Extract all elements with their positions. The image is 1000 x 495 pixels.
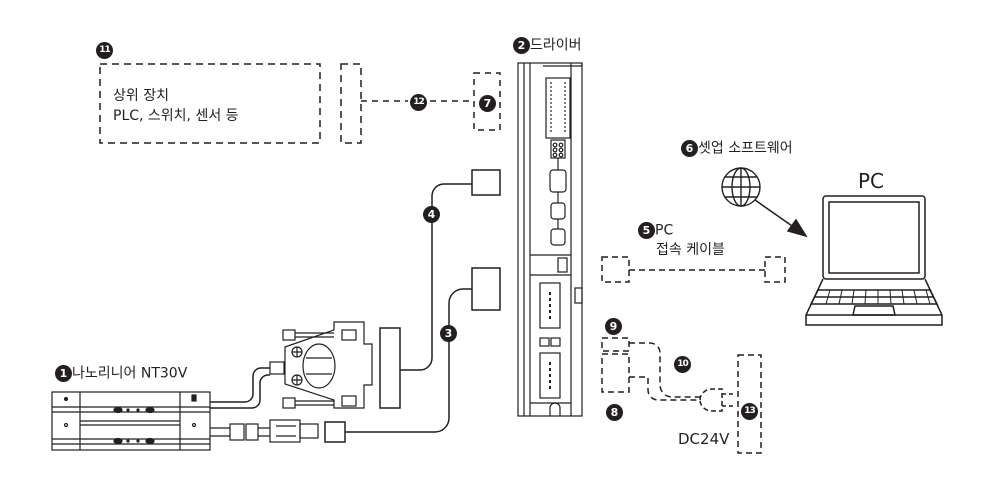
badge-number: 3 <box>440 325 457 342</box>
pc-cable-label-line2: 접속 케이블 <box>656 242 725 258</box>
driver-label-text: 드라이버 <box>530 37 582 54</box>
badge-8: 8 <box>606 402 623 421</box>
dsub-plate <box>379 327 401 409</box>
badge-number: 9 <box>605 318 622 335</box>
power-plug <box>699 388 723 412</box>
motor-plug-box <box>324 421 346 443</box>
cable-4-connector <box>471 169 501 196</box>
badge-number: 10 <box>674 356 691 373</box>
power-supply-box <box>737 354 762 454</box>
dc24v-label: DC24V <box>678 430 730 448</box>
badge-number: 11 <box>96 42 113 59</box>
badge-10: 10 <box>674 354 691 373</box>
software-label-text: 셋업 소프트웨어 <box>698 140 793 157</box>
badge-number: 5 <box>638 222 655 239</box>
power-cable-line <box>629 342 700 398</box>
badge-7: 7 <box>479 93 496 112</box>
badge-9: 9 <box>605 316 622 335</box>
badge-3: 3 <box>440 323 457 342</box>
badge-number: 2 <box>513 37 530 54</box>
badge-12: 12 <box>410 92 427 111</box>
encoder-cable <box>210 374 270 409</box>
pc-cable-driver-end <box>601 256 630 283</box>
arrow-head <box>786 218 808 238</box>
host-label-line2: PLC, 스위치, 센서 등 <box>113 108 239 124</box>
cable-4-line <box>400 183 472 371</box>
pc-cable-pc-end <box>764 256 786 283</box>
motor-connector <box>210 419 319 443</box>
host-label: 상위 장치 PLC, 스위치, 센서 등 <box>113 86 239 126</box>
driver-unit <box>517 62 583 417</box>
badge-4: 4 <box>423 204 440 223</box>
badge-11: 11 <box>96 40 113 59</box>
conn-8-box <box>601 353 630 393</box>
globe-icon <box>721 167 761 207</box>
host-label-line1: 상위 장치 <box>113 88 169 104</box>
encoder-cable <box>210 367 270 403</box>
badge-number: 1 <box>55 365 72 382</box>
badge-number: 4 <box>423 206 440 223</box>
badge-number: 8 <box>606 404 623 421</box>
host-device-box <box>99 63 321 144</box>
badge-13: 13 <box>741 401 758 420</box>
dsub-connector <box>269 321 373 409</box>
badge-number: 13 <box>741 403 758 420</box>
pc-label: PC <box>858 169 885 193</box>
actuator-label-text: 나노리니어 NT30V <box>72 365 188 382</box>
install-arrow <box>754 199 796 229</box>
io-connector-box <box>473 72 501 131</box>
actuator-body <box>51 391 211 451</box>
badge-number: 12 <box>410 94 427 111</box>
cable-3-line <box>345 288 472 433</box>
host-connector-box <box>340 63 362 144</box>
badge-number: 6 <box>681 140 698 157</box>
pc-cable-label-line1: PC <box>655 222 674 239</box>
badge-number: 7 <box>479 95 496 112</box>
laptop-icon <box>805 195 943 326</box>
cable-3-connector <box>471 267 501 311</box>
conn-9-box <box>601 337 630 352</box>
